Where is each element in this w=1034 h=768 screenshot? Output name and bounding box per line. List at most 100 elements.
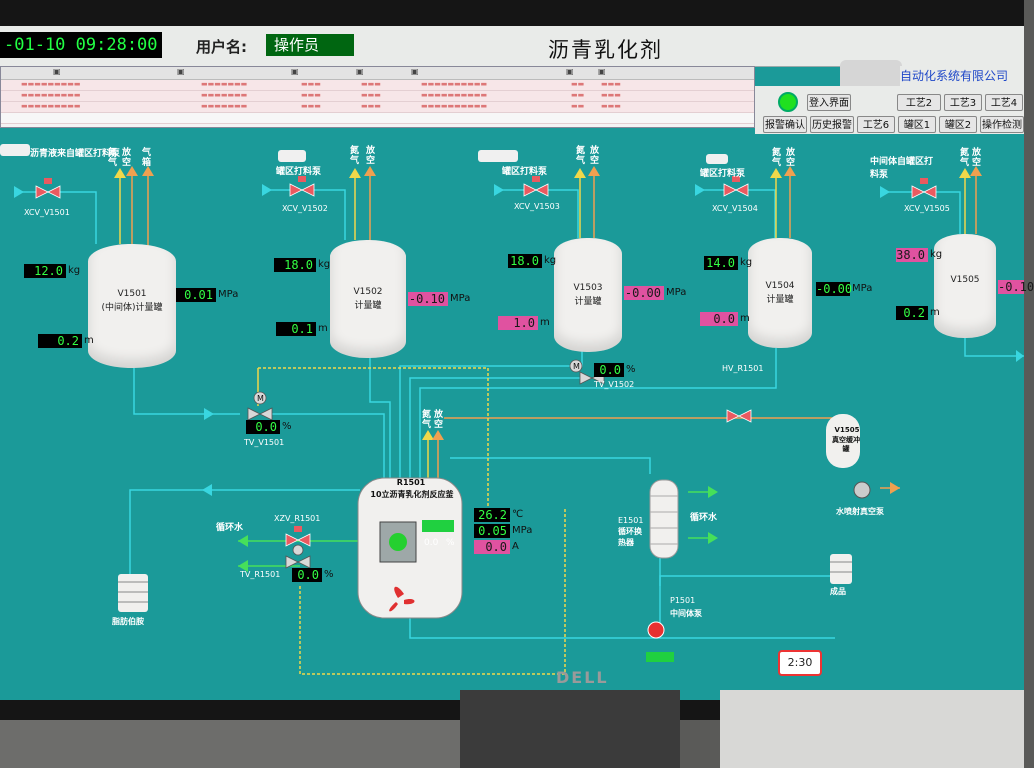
level-readout-v1504: 0.0 — [700, 312, 738, 326]
desk-surface — [0, 720, 460, 768]
feed-label-v1503: 罐区打料泵 — [502, 167, 548, 177]
unit-kg: kg — [544, 255, 557, 266]
craft6-button[interactable]: 工艺6 — [857, 116, 895, 133]
gas-label: 放空 — [122, 148, 132, 168]
v1505b-name: 真空缓冲罐 — [832, 436, 860, 453]
unit-m: m — [740, 313, 750, 324]
level-readout-v1502: 0.1 — [276, 322, 316, 336]
valve-tag: TV_V1501 — [244, 438, 285, 447]
level-readout-v1501: 0.2 — [38, 334, 82, 348]
tank-v1505[interactable]: V1505 — [934, 234, 996, 338]
redacted-area — [478, 150, 518, 162]
tank-id: V1505 — [950, 275, 980, 285]
valve-tag: TV_R1501 — [240, 570, 281, 579]
craft3-button[interactable]: 工艺3 — [944, 94, 982, 111]
tank-name: 计量罐 — [574, 297, 602, 307]
gas-label: 放空 — [434, 410, 444, 430]
tankarea1-button[interactable]: 罐区1 — [898, 116, 936, 133]
process-piping: MM — [14, 166, 1024, 675]
gas-label: 放空 — [786, 148, 796, 168]
vacuum-pump-label: 水喷射真空泵 — [836, 507, 884, 516]
pressure-readout-v1503: -0.00 — [624, 286, 664, 300]
product-label: 成品 — [830, 587, 846, 596]
sticky-note: 2:30 — [778, 650, 822, 676]
tv1502-readout: 0.0 — [594, 363, 624, 377]
gas-label: 氮气 — [960, 148, 970, 168]
table-row[interactable]: ▬▬▬▬▬▬▬▬▬▬▬▬▬▬▬▬▬▬▬▬▬▬▬▬▬▬▬▬▬▬▬▬▬▬▬▬▬ — [1, 91, 754, 102]
pressure-readout-v1504: -0.00 — [816, 282, 853, 296]
tank-name: 计量罐 — [354, 301, 382, 311]
monitor-bezel: -01-10 09:28:00 用户名: 操作员 沥青乳化剂 自动化系统有限公司… — [0, 0, 1034, 720]
alarm-table[interactable]: ▣▣▣▣▣▣▣ ▬▬▬▬▬▬▬▬▬▬▬▬▬▬▬▬▬▬▬▬▬▬▬▬▬▬▬▬▬▬▬▬… — [0, 66, 755, 128]
redacted-area — [278, 150, 306, 162]
valve-tag: XCV_V1502 — [282, 204, 328, 213]
unit-pct: % — [282, 421, 292, 432]
datetime-display: -01-10 09:28:00 — [0, 32, 162, 58]
tank-id: V1501 — [117, 289, 147, 299]
header-bar: -01-10 09:28:00 用户名: 操作员 沥青乳化剂 — [0, 26, 1024, 67]
gas-label: 氮气 — [772, 148, 782, 168]
tank-v1503[interactable]: V1503 计量罐 — [554, 238, 622, 352]
user-field[interactable]: 操作员 — [266, 34, 354, 56]
pressure-readout-v1505: -0.10 — [998, 280, 1034, 294]
reactor-pressure-readout: 0.05 — [474, 524, 510, 538]
tank-id: V1504 — [765, 281, 795, 291]
pressure-readout-v1502: -0.10 — [408, 292, 448, 306]
feed-label-v1502: 罐区打料泵 — [276, 167, 322, 177]
monitor-stand — [460, 690, 680, 768]
status-light-icon — [778, 92, 798, 112]
table-row[interactable]: ▬▬▬▬▬▬▬▬▬▬▬▬▬▬▬▬▬▬▬▬▬▬▬▬▬▬▬▬▬▬▬▬▬▬▬▬▬ — [1, 102, 754, 113]
svg-text:M: M — [573, 362, 580, 371]
alarm-table-header: ▣▣▣▣▣▣▣ — [1, 67, 754, 80]
unit-mpa: MPa — [666, 287, 687, 298]
valve-tag: XCV_V1505 — [904, 204, 950, 213]
gas-label: 放空 — [366, 146, 376, 166]
svg-text:M: M — [257, 394, 264, 403]
weight-readout-v1504: 14.0 — [704, 256, 738, 270]
unit-mpa: MPa — [512, 525, 533, 536]
login-button[interactable]: 登入界面 — [807, 94, 851, 111]
valve-tag: XCV_V1504 — [712, 204, 758, 213]
tank-id: V1503 — [573, 283, 603, 293]
unit-c: ℃ — [512, 509, 524, 520]
desk-papers — [720, 690, 1024, 768]
tank-v1504[interactable]: V1504 计量罐 — [748, 238, 812, 348]
level-readout-v1503: 1.0 — [498, 316, 538, 330]
unit-kg: kg — [930, 249, 943, 260]
table-row[interactable]: ▬▬▬▬▬▬▬▬▬▬▬▬▬▬▬▬▬▬▬▬▬▬▬▬▬▬▬▬▬▬▬▬▬▬▬▬▬ — [1, 80, 754, 91]
tank-v1502[interactable]: V1502 计量罐 — [330, 240, 406, 358]
table-row[interactable] — [1, 113, 754, 124]
tank-name: 计量罐 — [766, 295, 794, 305]
alarm-ack-button[interactable]: 报警确认 — [763, 116, 807, 133]
unit-pct: % — [626, 364, 636, 375]
p1501-name: 中间体泵 — [670, 609, 702, 618]
weight-readout-v1505: 38.0 — [896, 248, 928, 262]
operation-check-button[interactable]: 操作检测 — [980, 116, 1024, 133]
tankarea2-button[interactable]: 罐区2 — [939, 116, 977, 133]
valve-tag: XCV_V1501 — [24, 208, 70, 217]
agitator-readout: 0.0 — [424, 538, 439, 548]
valve-tag: HV_R1501 — [722, 364, 764, 373]
craft2-button[interactable]: 工艺2 — [897, 94, 941, 111]
reactor-id: R1501 — [396, 478, 426, 487]
tank-v1501[interactable]: V1501 (中间体)计量罐 — [88, 244, 176, 368]
cooling-water-label: 循环水 — [690, 513, 718, 523]
craft4-button[interactable]: 工艺4 — [985, 94, 1023, 111]
reactor-current-readout: 0.0 — [474, 540, 510, 554]
unit-m: m — [930, 307, 940, 318]
gas-label: 氮气 — [576, 146, 586, 166]
e1501-tag: E1501 — [618, 516, 644, 525]
reactor-temp-readout: 26.2 — [474, 508, 510, 522]
gas-label: 氮气 — [108, 148, 118, 168]
tv1501-readout: 0.0 — [246, 420, 280, 434]
unit-kg: kg — [740, 257, 753, 268]
brand-logo: DELL — [556, 668, 609, 687]
nav-button-panel: 登入界面 工艺2 工艺3 工艺4 报警确认 历史报警 工艺6 罐区1 罐区2 操… — [755, 86, 1024, 134]
tank-name: (中间体)计量罐 — [101, 303, 163, 313]
tank-id: V1502 — [353, 287, 383, 297]
alarm-history-button[interactable]: 历史报警 — [810, 116, 854, 133]
page-title: 沥青乳化剂 — [548, 38, 663, 62]
reactor-name: 10立沥青乳化剂反应釜 — [370, 490, 454, 499]
unit-mpa: MPa — [218, 289, 239, 300]
company-name: 自动化系统有限公司 — [900, 66, 1024, 86]
